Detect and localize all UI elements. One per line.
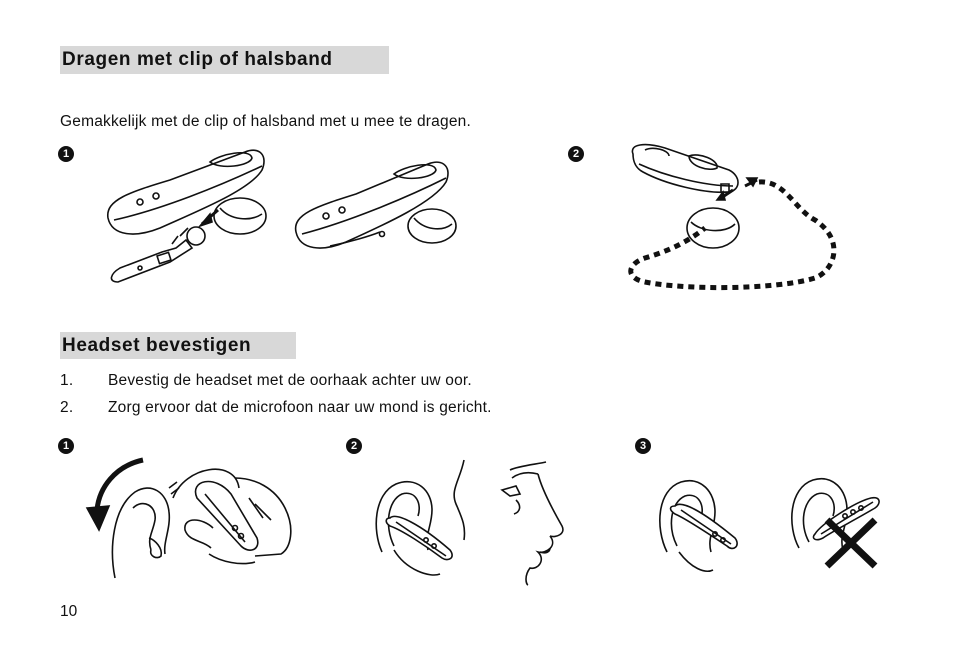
list-item-text: Zorg ervoor dat de microfoon naar uw mon… <box>108 399 492 416</box>
headset-illustration <box>290 150 465 260</box>
ear-hand-placement-illustration <box>85 458 300 588</box>
list-item-text: Bevestig de headset met de oorhaak achte… <box>108 372 472 389</box>
page-number: 10 <box>60 603 78 620</box>
step-badge-clip-1: 1 <box>58 146 74 162</box>
section-heading-clip-text: Dragen met clip of halsband <box>62 49 333 70</box>
headset-necklace-illustration <box>625 140 840 292</box>
list-item-number: 2. <box>60 399 74 416</box>
ear-headset-face-profile-illustration <box>370 460 585 585</box>
step-badge-attach-2: 2 <box>346 438 362 454</box>
section-heading-attach-text: Headset bevestigen <box>62 335 252 356</box>
headset-with-lanyard-illustration <box>100 140 290 290</box>
section-heading-attach: Headset bevestigen <box>60 332 296 359</box>
step-badge-attach-1: 1 <box>58 438 74 454</box>
intro-text: Gemakkelijk met de clip of halsband met … <box>60 113 471 130</box>
list-item-number: 1. <box>60 372 74 389</box>
correct-vs-wrong-orientation-illustration <box>655 472 885 582</box>
step-badge-attach-3: 3 <box>635 438 651 454</box>
section-heading-clip: Dragen met clip of halsband <box>60 46 389 74</box>
step-badge-clip-2: 2 <box>568 146 584 162</box>
